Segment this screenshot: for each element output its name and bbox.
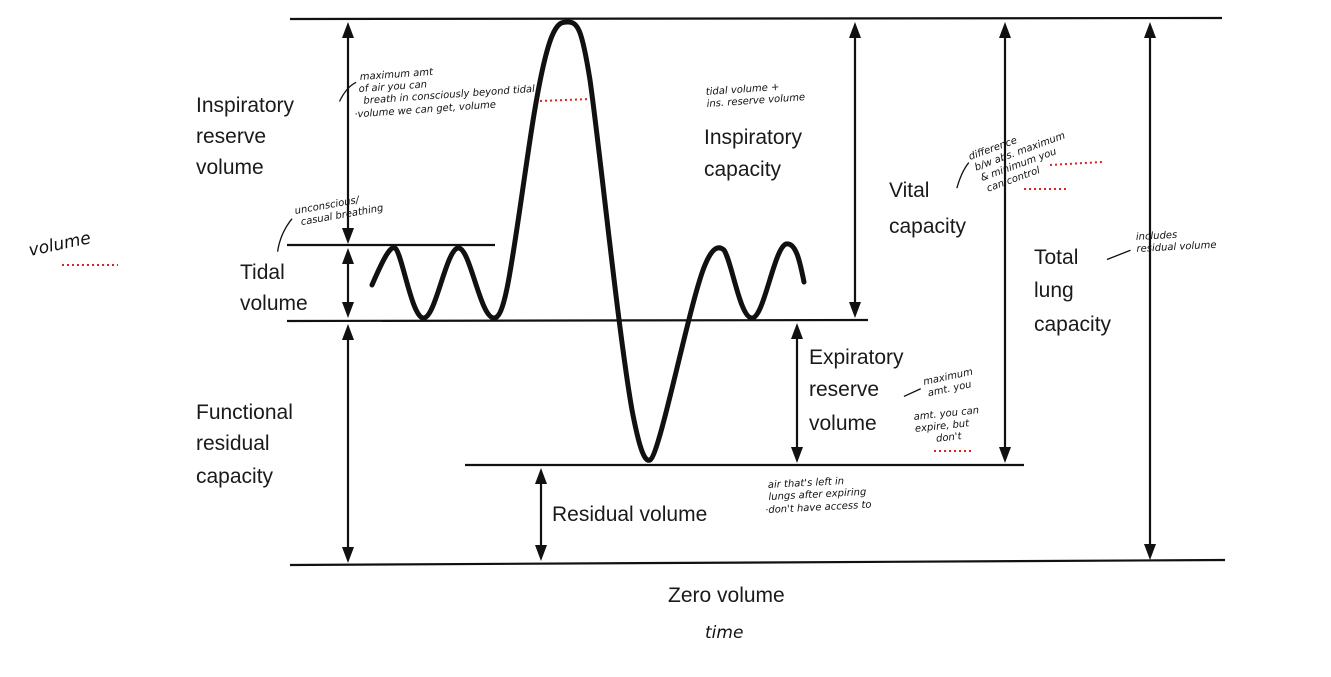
vc-arrow [999,22,1011,463]
svg-text:capacity: capacity [1034,313,1112,336]
spellcheck-underline [539,98,591,102]
svg-text:Inspiratory: Inspiratory [704,126,803,149]
label-tidal-volume: Tidal volume [240,261,308,315]
tlc-arrow [1144,22,1156,560]
label-vital-capacity: Vital capacity [889,179,967,238]
svg-text:capacity: capacity [889,215,967,238]
svg-text:includes: includes [1136,230,1178,243]
ic-arrow [849,22,861,318]
label-zero-volume: Zero volume [668,584,785,607]
svg-text:air that's left in: air that's left in [768,476,845,491]
label-total-lung-capacity: Total lung capacity [1034,246,1112,336]
label-functional-residual-capacity: Functional residual capacity [196,401,293,488]
svg-text:lung: lung [1034,279,1074,302]
tidal-bottom-line [286,318,869,323]
svg-text:volume: volume [809,412,877,435]
label-expiratory-reserve-volume: Expiratory reserve volume [809,346,904,435]
label-inspiratory-capacity: Inspiratory capacity [704,126,803,181]
irv-arrow [342,22,354,244]
label-inspiratory-reserve-volume: Inspiratory reserve volume [196,94,295,179]
svg-text:Total: Total [1034,246,1078,269]
y-axis-handwritten-label: volume [27,228,93,261]
svg-text:Vital: Vital [889,179,929,202]
svg-text:Expiratory: Expiratory [809,346,904,369]
tidal-arrow [342,248,354,318]
svg-text:volume: volume [240,292,308,315]
svg-text:tidal volume +: tidal volume + [705,82,779,98]
svg-text:Inspiratory: Inspiratory [196,94,295,117]
svg-text:Tidal: Tidal [240,261,285,284]
frc-arrow [342,324,354,563]
vc-note: difference b/w abs. maximum & minimum yo… [956,130,1067,195]
svg-text:residual volume: residual volume [1136,240,1217,255]
rv-note: air that's left in lungs after expiring … [765,476,872,516]
svg-text:capacity: capacity [704,158,782,181]
svg-text:volume: volume [196,156,264,179]
svg-text:residual: residual [196,432,270,455]
rv-arrow [535,468,547,561]
svg-text:reserve: reserve [196,125,266,148]
spellcheck-underline [1049,161,1103,166]
x-axis-handwritten-label: time [705,623,743,643]
svg-text:lungs after expiring: lungs after expiring [768,487,866,503]
svg-text:don't: don't [936,431,964,445]
irv-note: maximum amt of air you can breath in con… [338,67,535,120]
max-inspiration-line [289,16,1223,21]
label-residual-volume: Residual volume [552,503,707,526]
erv-note-2: amt. you can expire, but don't [913,405,979,445]
tidal-note: unconscious/ casual breathing [276,195,384,252]
svg-text:reserve: reserve [809,378,879,401]
erv-note-1: maximum amt. you [903,367,974,399]
svg-text:of air you can: of air you can [358,79,427,95]
ic-note: tidal volume + ins. reserve volume [705,82,805,110]
zero-volume-line [289,558,1226,567]
svg-text:Functional: Functional [196,401,293,424]
erv-arrow [791,323,803,463]
svg-text:capacity: capacity [196,465,274,488]
tlc-note: includes residual volume [1106,230,1217,261]
spirometer-trace [369,19,807,463]
svg-text:maximum amt: maximum amt [359,67,434,83]
